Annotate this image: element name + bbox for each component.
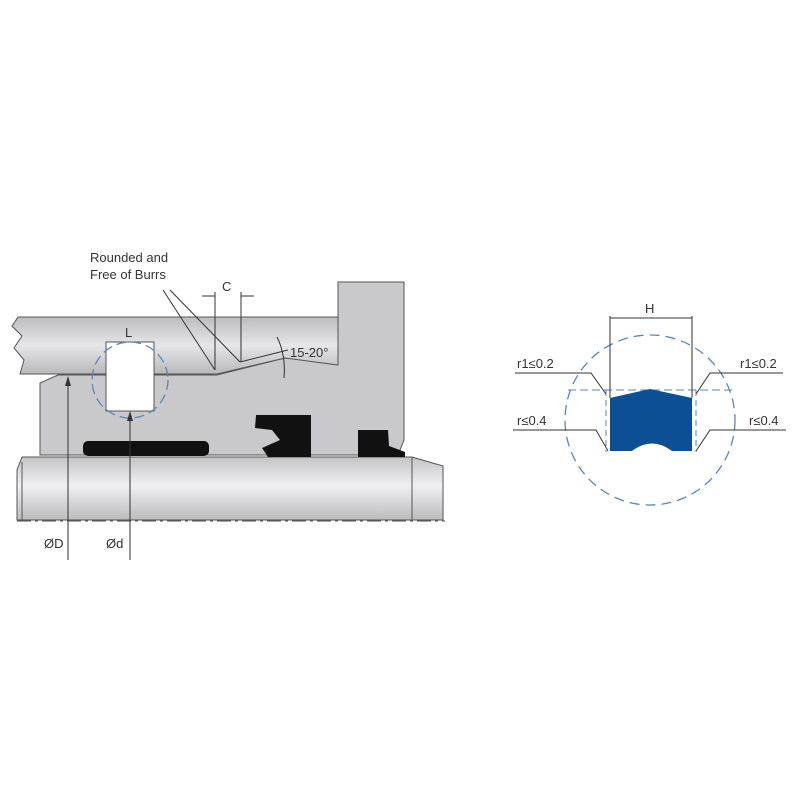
piston-rod	[16, 456, 444, 521]
detail-circle	[91, 341, 169, 419]
r1-right-leader	[695, 372, 783, 395]
cylinder-assembly	[11, 281, 445, 522]
r-right-label: r≤0.4	[749, 413, 779, 428]
r1-left-leader	[515, 372, 607, 395]
angle-label: 15-20°	[290, 345, 328, 360]
dim-h-label: H	[645, 301, 654, 316]
annotations: Rounded and Free of Burrs C L 15-20° ØD …	[44, 250, 328, 560]
angle-arc	[276, 336, 285, 379]
u-cup-seal	[255, 415, 311, 457]
leader-line-2	[169, 289, 241, 363]
r-left-label: r≤0.4	[517, 413, 547, 428]
guide-ring-seal	[83, 441, 209, 456]
detail-circle-large	[564, 334, 736, 506]
leader-line-1	[162, 289, 216, 371]
r-left-leader	[513, 429, 609, 452]
r-right-leader	[695, 429, 786, 452]
note-rounded: Rounded and	[90, 250, 168, 265]
id-arrow	[127, 411, 133, 421]
groove-detail: H r1≤0.2 r1≤0.2 r≤0.4 r≤0.4	[513, 301, 786, 506]
r1-right-label: r1≤0.2	[740, 356, 777, 371]
wiper-seal	[358, 430, 405, 457]
note-burrs: Free of Burrs	[90, 267, 166, 282]
r1-left-label: r1≤0.2	[517, 356, 554, 371]
dim-c-label: C	[222, 279, 231, 294]
cylinder-barrel	[11, 316, 339, 375]
angle-line	[239, 349, 289, 363]
od-arrow	[65, 376, 71, 386]
od-label: ØD	[44, 536, 64, 551]
dim-l-label: L	[125, 325, 132, 340]
blue-seal-profile	[610, 389, 692, 451]
o-ring-groove	[105, 341, 155, 412]
id-label: Ød	[106, 536, 123, 551]
